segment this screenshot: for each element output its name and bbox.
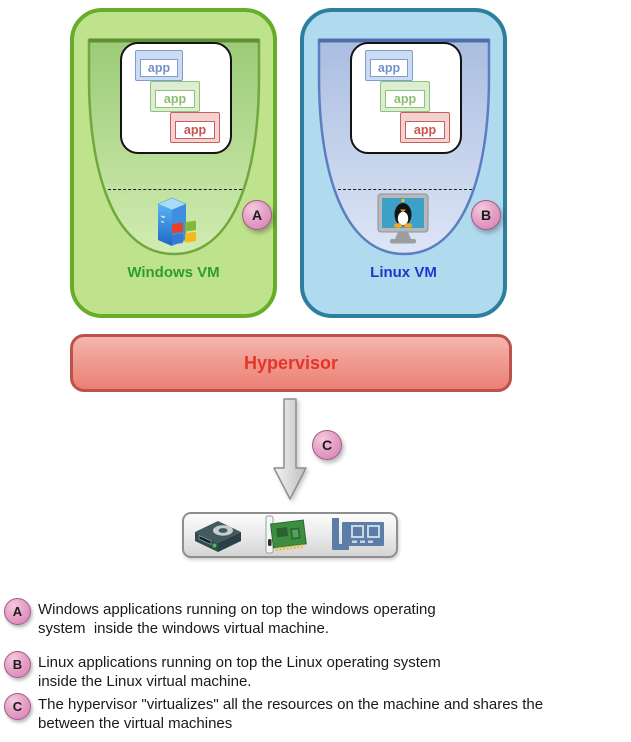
network-card-icon [332,518,384,550]
app-window-label: app [140,59,178,77]
app-window-label: app [175,121,215,139]
legend-row-a: A Windows applications running on top th… [4,598,616,638]
down-arrow-icon [273,398,307,500]
marker-badge-c: C [312,430,342,460]
windows-logo-icon [157,197,196,246]
app-window-blue: app [135,50,183,81]
app-window-green: app [380,81,430,112]
app-window-green: app [150,81,200,112]
app-window-blue: app [365,50,413,81]
app-window-label: app [405,121,445,139]
marker-badge-b: B [471,200,501,230]
legend-text-c: The hypervisor "virtualizes" all the res… [38,696,544,732]
legend-marker-c: C [4,693,31,720]
legend-text-a: Windows applications running on top the … [38,601,436,637]
disk-drive-icon [195,521,241,552]
legend-marker-b: B [4,651,31,678]
windows-os-divider [108,189,242,190]
legend-row-c: C The hypervisor "virtualizes" all the r… [4,693,616,733]
legend-marker-a: A [4,598,31,625]
hardware-box [182,512,398,558]
app-window-label: app [385,90,425,108]
windows-vm-label: Windows VM [127,264,220,281]
linux-vm-label: Linux VM [370,264,437,281]
app-window-label: app [370,59,408,77]
legend-text-b: Linux applications running on top the Li… [38,654,441,690]
hypervisor-bar: Hypervisor [70,334,512,392]
app-window-red: app [400,112,450,143]
pci-card-icon [265,515,307,554]
app-window-red: app [170,112,220,143]
marker-badge-a: A [242,200,272,230]
legend-row-b: B Linux applications running on top the … [4,651,616,691]
linux-tux-monitor-icon [377,193,429,244]
hypervisor-label: Hypervisor [243,352,339,373]
app-window-label: app [155,90,195,108]
linux-os-divider [338,189,472,190]
